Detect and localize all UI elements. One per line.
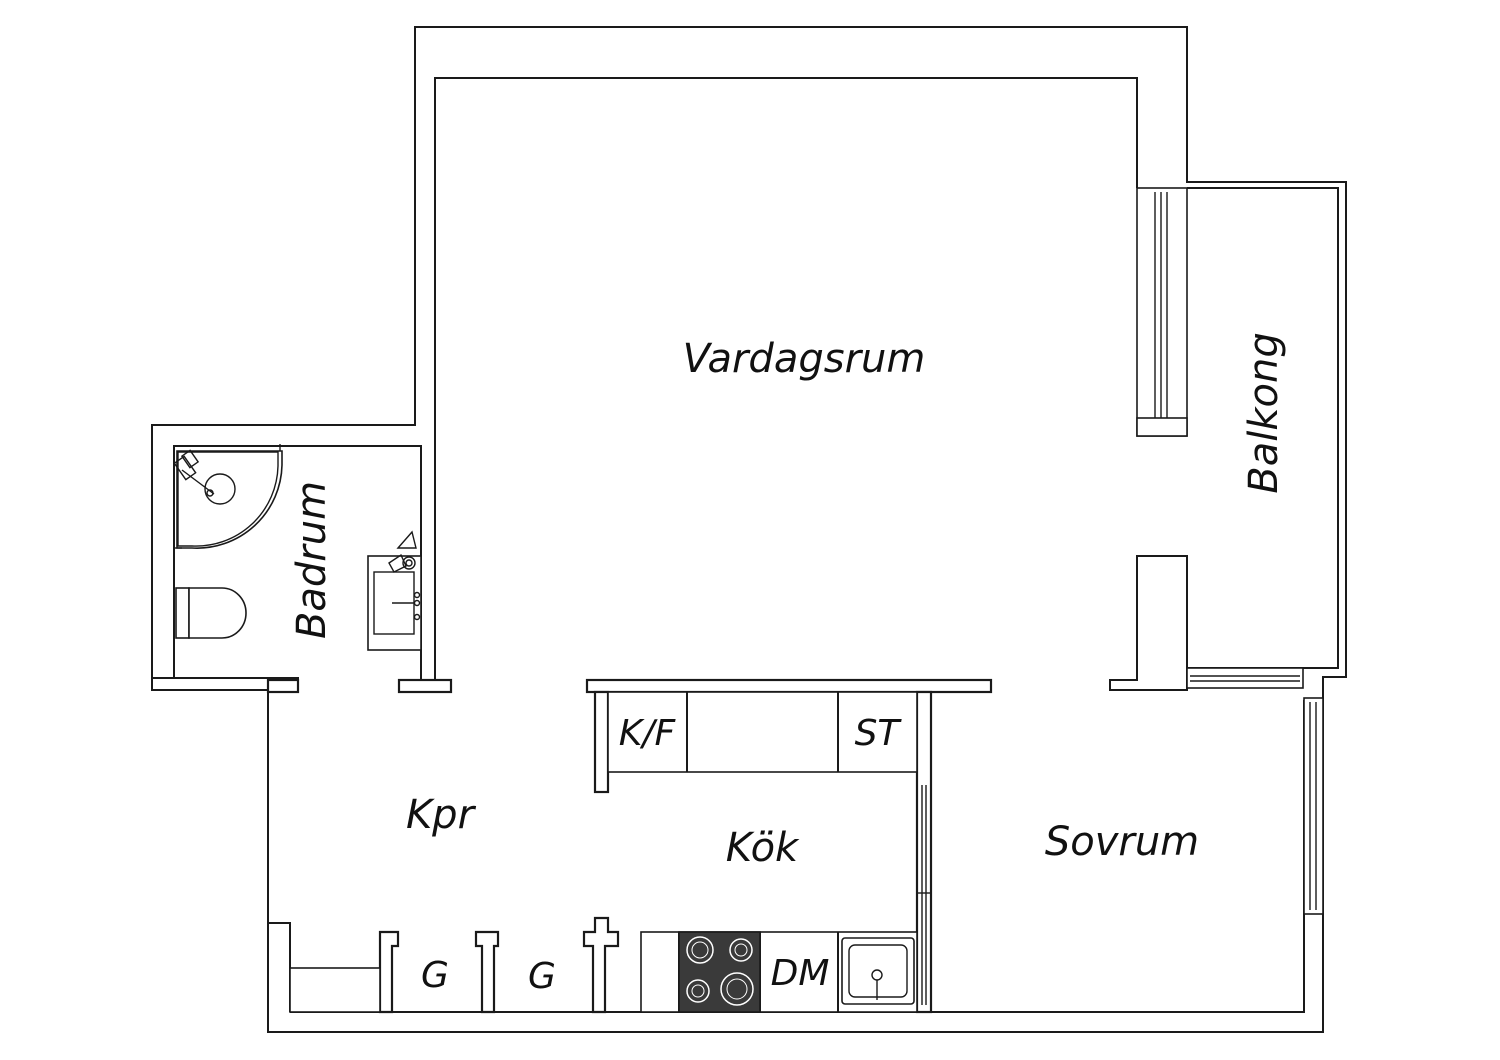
label-dishwasher: DM: [771, 953, 830, 994]
bedroom-window: [1303, 697, 1324, 915]
closet-shelf: [289, 967, 381, 1013]
room-label-hall: Kpr: [406, 792, 477, 838]
toilet-icon: [175, 587, 247, 639]
room-label-kitchen: Kök: [726, 825, 800, 871]
room-label-living-room: Vardagsrum: [683, 336, 926, 382]
washbasin-icon: [367, 530, 422, 651]
label-wardrobe-1: G: [421, 955, 449, 996]
living-room-window: [1109, 187, 1188, 691]
room-label-bedroom: Sovrum: [1045, 819, 1199, 865]
room-label-balcony: Balkong: [1241, 332, 1287, 493]
label-storage: ST: [855, 713, 903, 754]
upper-counter: [607, 691, 918, 773]
stove-icon: [678, 931, 761, 1013]
room-label-bathroom: Badrum: [289, 481, 335, 639]
label-fridge-freezer: K/F: [619, 713, 677, 754]
balcony: [1186, 187, 1339, 689]
interior-walls: [266, 678, 993, 1014]
kitchen-sink-icon: [841, 937, 915, 1005]
label-wardrobe-2: G: [528, 956, 556, 997]
shower-icon: [173, 444, 283, 549]
